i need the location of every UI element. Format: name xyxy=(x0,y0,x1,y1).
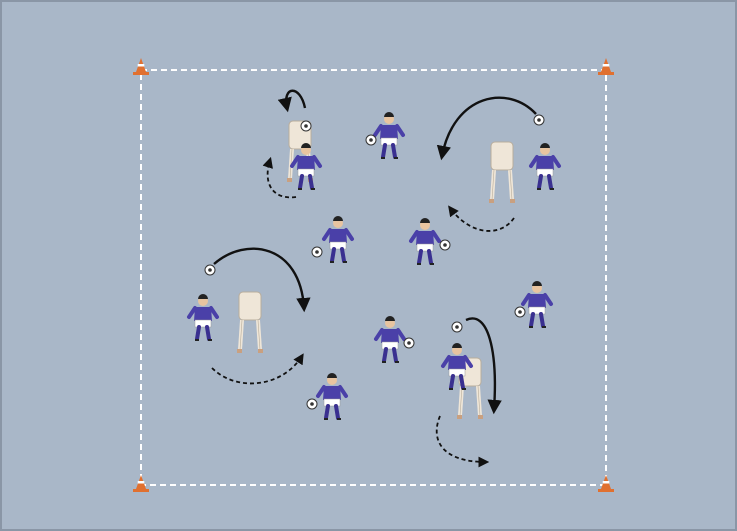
ball-icon xyxy=(534,115,544,125)
ball-icon xyxy=(452,322,462,332)
ball-icon xyxy=(205,265,215,275)
ball-icon xyxy=(301,121,311,131)
